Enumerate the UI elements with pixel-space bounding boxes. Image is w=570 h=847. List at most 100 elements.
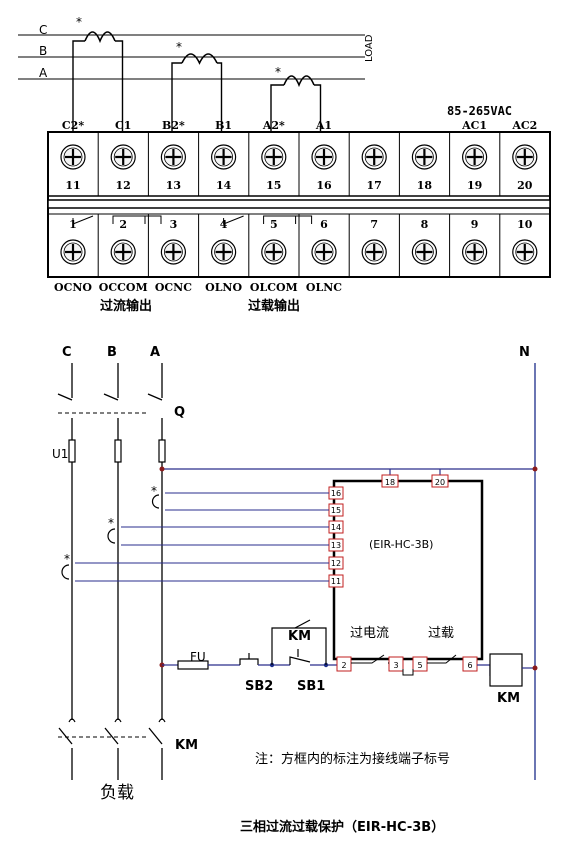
- phase-c-label: C: [62, 345, 72, 360]
- relay-pin-OCNO: OCNO: [54, 281, 92, 294]
- ct-coil-0: [84, 31, 116, 44]
- box-term-13: 13: [331, 541, 341, 550]
- km-blade-1: [104, 727, 119, 745]
- box-term-18: 18: [385, 478, 395, 487]
- breaker-label: Q: [174, 405, 185, 420]
- device-model-label: (EIR-HC-3B): [369, 538, 433, 551]
- relay-pin-OLNC: OLNC: [306, 281, 342, 294]
- terminal-num-18: 18: [417, 179, 433, 192]
- box-term-20: 20: [435, 478, 445, 487]
- terminal-num-12: 12: [116, 179, 131, 192]
- load-text: 负载: [100, 783, 134, 803]
- relay-pin-OCCOM: OCCOM: [99, 281, 148, 294]
- ct-lead-2: [171, 62, 182, 132]
- ct-terminal-label-2: B2*: [162, 119, 185, 132]
- screw-bottom-6: [311, 239, 337, 265]
- box-top-term-1: [431, 474, 449, 488]
- screw-top-9: [462, 144, 488, 170]
- load-label: LOAD: [364, 34, 375, 62]
- box-bot-term-3: [462, 656, 478, 672]
- fuse-u1-label: U1: [52, 447, 68, 461]
- box-term-2: 2: [341, 661, 346, 670]
- ct-sym-0: [151, 494, 160, 509]
- note-text: 注：方框内的标注为接线端子标号: [255, 751, 450, 767]
- box-bot-term-1: [388, 656, 404, 672]
- screw-top-4: [211, 144, 237, 170]
- fuse-0: [68, 439, 76, 463]
- relay-oc-com: [112, 215, 146, 224]
- relay-pin-OLCOM: OLCOM: [250, 281, 298, 294]
- km-aux-label: KM: [288, 629, 311, 644]
- screw-bottom-5: [261, 239, 287, 265]
- box-top-term-0: [381, 474, 399, 488]
- caption: 三相过流过载保护（EIR-HC-3B）: [240, 819, 444, 835]
- overcurrent-output-label: 过流输出: [100, 298, 152, 314]
- sb1-switch: [289, 656, 311, 665]
- km-blade-2: [148, 727, 163, 745]
- terminal-num-14: 14: [216, 179, 232, 192]
- polarity-star-c: *: [64, 552, 70, 566]
- supply-voltage: 85-265VAC: [447, 104, 512, 118]
- block-separator: [47, 199, 551, 209]
- top-phase-a: A: [39, 66, 48, 80]
- km-aux-contact: [294, 619, 311, 629]
- neutral-label: N: [519, 345, 530, 360]
- box-term-14: 14: [331, 523, 341, 532]
- screw-bottom-1: [60, 239, 86, 265]
- ct-terminal-label-3: B1: [215, 119, 232, 132]
- ct-terminal-label-9: AC2: [511, 119, 537, 132]
- ct-lead-5: [314, 84, 322, 132]
- breaker-blade-1: [103, 393, 119, 401]
- ct-lead-0: [72, 40, 85, 132]
- terminal-num-2: 2: [119, 218, 127, 231]
- box-term-3: 3: [393, 661, 398, 670]
- terminal-num-17: 17: [367, 179, 382, 192]
- fuse-1: [114, 439, 122, 463]
- km-main-contact-label: KM: [175, 738, 198, 753]
- ct-terminal-label-5: A1: [315, 119, 332, 132]
- ct-lead-4: [270, 84, 284, 132]
- box-bot-term-2: [412, 656, 428, 672]
- screw-bottom-3: [160, 239, 186, 265]
- km-contact-top-2: [158, 718, 166, 723]
- breaker-blade-0: [57, 393, 73, 401]
- node-n-supply: [532, 466, 538, 472]
- terminal-num-8: 8: [421, 218, 429, 231]
- ct-lead-3: [217, 62, 223, 132]
- relay-oc-no: [72, 215, 94, 225]
- relay-ol-com: [263, 215, 297, 224]
- screw-bottom-9: [462, 239, 488, 265]
- screw-top-2: [110, 144, 136, 170]
- fu-label: FU: [190, 650, 206, 664]
- ct-coil-1: [181, 53, 218, 65]
- relay-ol-nc: [291, 215, 313, 224]
- terminal-num-3: 3: [170, 218, 178, 231]
- terminal-num-11: 11: [65, 179, 80, 192]
- box-term-15: 15: [331, 506, 341, 515]
- fuse-2: [158, 439, 166, 463]
- terminal-num-4: 4: [220, 218, 228, 231]
- box-term-12: 12: [331, 559, 341, 568]
- node-a-supply: [159, 466, 165, 472]
- polarity-star-a: *: [151, 484, 157, 498]
- box-term-5: 5: [417, 661, 422, 670]
- sb1-label: SB1: [297, 679, 325, 694]
- ct-sym-2: [61, 564, 70, 580]
- terminal-num-10: 10: [517, 218, 533, 231]
- km-blade-0: [58, 727, 73, 745]
- km-contact-top-0: [68, 718, 76, 723]
- box-term-16: 16: [331, 489, 341, 498]
- km-coil: [489, 653, 523, 687]
- terminal-num-16: 16: [316, 179, 332, 192]
- screw-bottom-4: [211, 239, 237, 265]
- polarity-star-b: *: [108, 516, 114, 530]
- oc-contact: [351, 654, 385, 664]
- km-contact-top-1: [114, 718, 122, 723]
- terminal-num-7: 7: [370, 218, 378, 231]
- box-bot-term-0: [336, 656, 352, 672]
- km-coil-label: KM: [497, 691, 520, 706]
- ol-contact: [427, 654, 457, 664]
- screw-top-5: [261, 144, 287, 170]
- relay-pin-OCNC: OCNC: [155, 281, 192, 294]
